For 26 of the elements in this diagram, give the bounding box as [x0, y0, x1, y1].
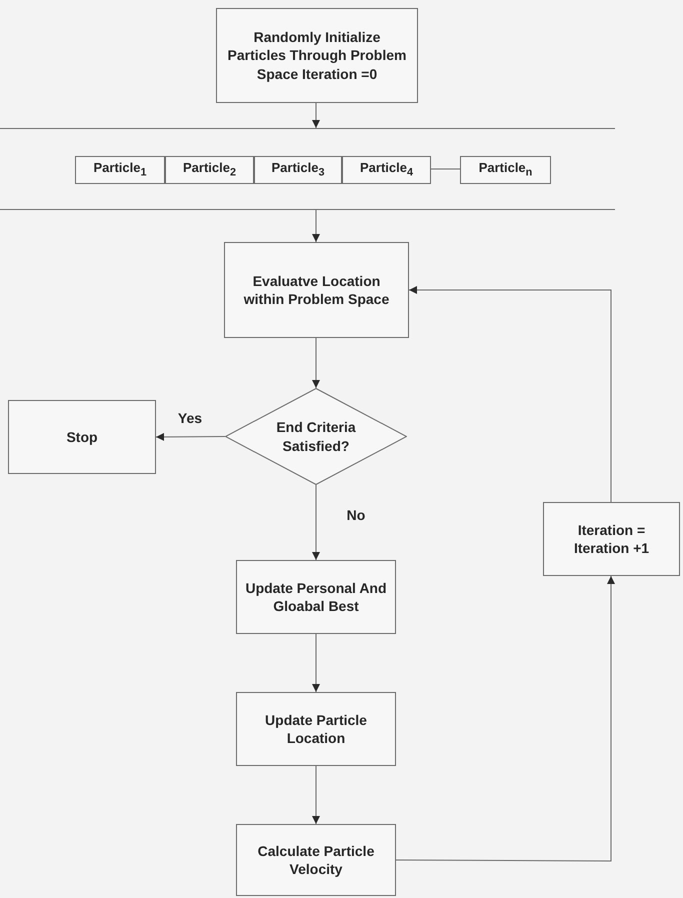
- arrow: [312, 484, 320, 560]
- decision-diamond: [225, 388, 407, 485]
- process-box: Iteration = Iteration +1: [543, 502, 680, 576]
- arrow: [408, 286, 612, 502]
- edge-label: Yes: [176, 410, 204, 426]
- particle-cell: Particle$_{4}$: [342, 156, 431, 184]
- arrow: [312, 766, 320, 824]
- arrow: [312, 634, 320, 692]
- decision-text: End Criteria Satisfied?: [275, 418, 357, 456]
- process-box: Evaluatve Location within Problem Space: [224, 242, 409, 338]
- process-box: Randomly Initialize Particles Through Problem Space Iteration =0: [216, 8, 418, 103]
- particle-cell: Particle$_{n}$: [460, 156, 551, 184]
- arrow: [312, 338, 320, 388]
- process-box: Calculate Particle Velocity: [236, 824, 396, 896]
- particle-cell: Particle$_{3}$: [254, 156, 342, 184]
- arrow: [312, 102, 320, 128]
- arrow: [156, 432, 226, 441]
- particle-band: [0, 128, 615, 210]
- arrow: [312, 210, 320, 242]
- edge-label: No: [344, 507, 368, 523]
- process-box: Stop: [8, 400, 156, 474]
- particle-cell: Particle$_{2}$: [165, 156, 254, 184]
- process-box: Update Particle Location: [236, 692, 396, 766]
- process-box: Update Personal And Gloabal Best: [236, 560, 396, 634]
- arrow: [396, 576, 615, 862]
- particle-cell: Particle$_{1}$: [75, 156, 165, 184]
